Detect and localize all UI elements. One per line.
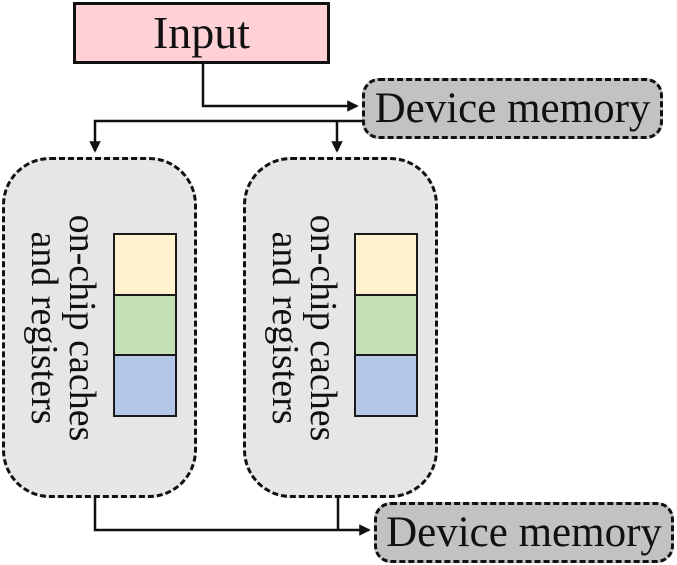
onchip-right-label-line1: on-chip caches: [302, 214, 344, 442]
onchip-left-label-line1: on-chip caches: [61, 214, 103, 442]
cache-block-blue: [354, 354, 418, 417]
node-device-memory-bottom: Device memory: [374, 502, 674, 563]
cache-block-green: [354, 293, 418, 357]
onchip-right-label-line2: and registers: [264, 231, 306, 425]
node-input: Input: [73, 2, 330, 64]
cache-stack-right: [354, 233, 418, 417]
edge-input-to-device-memory-top: [201, 63, 359, 112]
cache-block-green: [113, 293, 177, 357]
node-onchip-left: on-chip caches and registers: [2, 157, 197, 498]
node-device-memory-top: Device memory: [362, 78, 663, 139]
onchip-left-label: on-chip caches and registers: [23, 160, 103, 496]
onchip-left-label-line2: and registers: [23, 231, 65, 425]
cache-block-yellow: [354, 233, 418, 296]
edge-device-memory-top-to-onchip-left: [89, 119, 362, 153]
onchip-right-label: on-chip caches and registers: [264, 160, 344, 496]
cache-block-yellow: [113, 233, 177, 296]
cache-block-blue: [113, 354, 177, 417]
node-onchip-right: on-chip caches and registers: [243, 157, 438, 498]
cache-stack-left: [113, 233, 177, 417]
edge-onchip-left-to-device-memory-bottom: [93, 498, 371, 536]
